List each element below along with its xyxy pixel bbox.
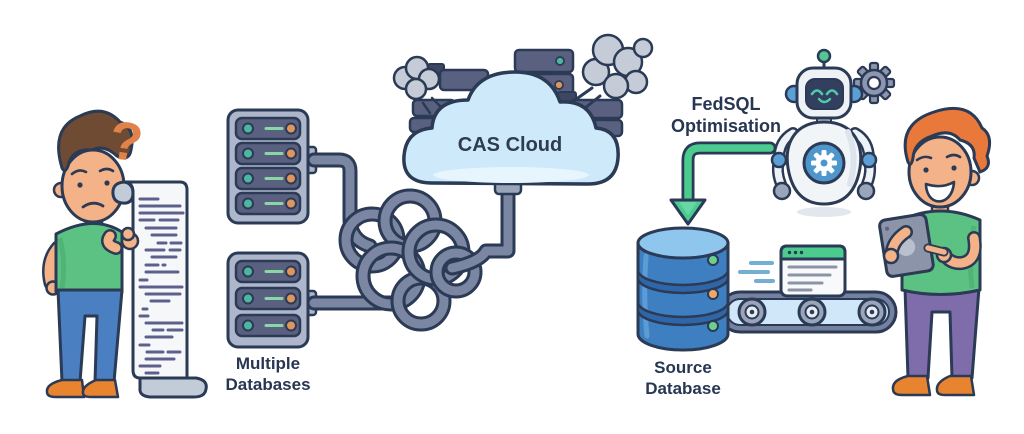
scroll-bottom-curl — [138, 376, 208, 399]
database-cylinder — [636, 226, 730, 352]
robot-shadow — [797, 207, 851, 217]
robot-hand — [856, 181, 876, 201]
conveyor-wheels — [737, 297, 887, 327]
shoe — [45, 378, 86, 399]
smoke-puff-left — [392, 55, 446, 115]
fedsql-optimisation-label: FedSQL Optimisation — [670, 94, 781, 136]
browser-window — [779, 244, 847, 298]
server-rack-bottom — [226, 251, 318, 349]
robot-visor — [805, 78, 844, 110]
tangled-cable-knot — [306, 152, 516, 332]
source-database-label: Source Database — [645, 358, 721, 398]
fedsql-arrow — [669, 141, 777, 226]
question-mark-icon: ? — [105, 110, 146, 174]
robot-smile — [817, 97, 832, 104]
scroll-text-lines — [138, 197, 185, 375]
conveyor-belt — [718, 290, 898, 334]
pointing-finger — [925, 245, 947, 255]
robot-hand — [772, 181, 792, 201]
smile — [924, 180, 956, 203]
shoe — [891, 374, 932, 397]
shoe — [81, 378, 120, 399]
tablet-person — [878, 107, 992, 397]
robot-eyes — [810, 89, 839, 96]
chest-gear-icon — [811, 150, 837, 176]
smoke-puff-right — [573, 33, 654, 114]
scroll-top-curl — [111, 180, 135, 205]
antenna-ball — [816, 48, 832, 64]
scroll-document — [101, 180, 208, 399]
multiple-databases-label: Multiple Databases — [225, 354, 311, 394]
hair — [57, 109, 134, 173]
cas-cloud — [402, 70, 620, 196]
server-rack-top — [226, 108, 318, 225]
hair — [903, 107, 992, 174]
hand — [882, 247, 900, 265]
cas-cloud-label: CAS Cloud — [457, 134, 563, 156]
rack-leds — [242, 122, 297, 210]
rack-leds — [242, 265, 297, 332]
robot — [770, 48, 896, 217]
speed-lines — [738, 261, 775, 283]
shoe — [935, 374, 976, 397]
confused-person — [42, 109, 134, 399]
